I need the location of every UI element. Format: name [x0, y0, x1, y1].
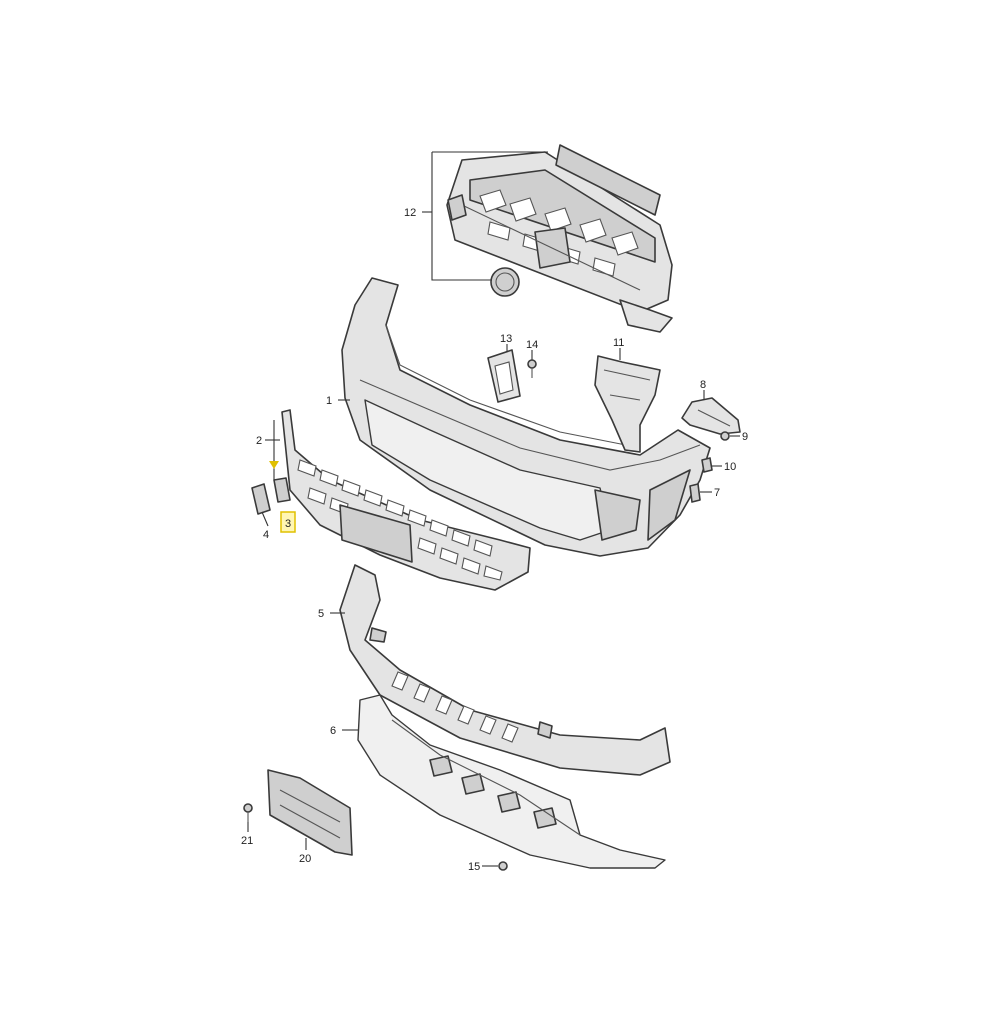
emblem-part[interactable]: [490, 267, 520, 297]
upper-grille-part[interactable]: [446, 151, 673, 333]
leader-lines: [247, 151, 740, 867]
callout-11[interactable]: 11: [613, 337, 624, 349]
callout-13[interactable]: 13: [500, 333, 512, 345]
clip-part-7[interactable]: [689, 483, 701, 503]
callout-15[interactable]: 15: [468, 861, 480, 873]
callout-8[interactable]: 8: [700, 379, 706, 391]
mounting-bracket-part-11[interactable]: [594, 355, 661, 453]
lower-grille-part[interactable]: [281, 409, 531, 591]
side-bracket-part-8[interactable]: [681, 397, 741, 435]
callout-9[interactable]: 9: [742, 431, 748, 443]
callout-labels: 1 2 3 4 5 6 7 8 9 10 11 12 13 14 15 20 2…: [241, 207, 748, 873]
upper-grille-trim-strip[interactable]: [555, 144, 661, 216]
clip-part-10[interactable]: [701, 457, 713, 473]
screw-part-15[interactable]: [498, 861, 508, 871]
small-trim-part-3[interactable]: [273, 477, 291, 503]
highlight-marker-icon: [269, 461, 279, 469]
callout-14[interactable]: 14: [526, 339, 538, 351]
callout-4[interactable]: 4: [263, 529, 269, 541]
callout-5[interactable]: 5: [318, 608, 324, 620]
callout-7[interactable]: 7: [714, 487, 720, 499]
callout-12[interactable]: 12: [404, 207, 416, 219]
callout-2[interactable]: 2: [256, 435, 262, 447]
bracket-part-13[interactable]: [487, 349, 521, 403]
license-plate-bracket-part[interactable]: [267, 769, 353, 856]
callout-6[interactable]: 6: [330, 725, 336, 737]
callout-1[interactable]: 1: [326, 395, 332, 407]
clip-part-9[interactable]: [720, 431, 730, 441]
callout-3-highlight: [280, 511, 296, 533]
screw-part-14[interactable]: [527, 359, 537, 378]
callout-10[interactable]: 10: [724, 461, 736, 473]
screw-part-21[interactable]: [243, 803, 253, 822]
bumper-cover-part[interactable]: [341, 277, 711, 557]
callout-21[interactable]: 21: [241, 835, 253, 847]
callout-20[interactable]: 20: [299, 853, 311, 865]
callout-3[interactable]: 3: [285, 518, 291, 530]
small-trim-part-4[interactable]: [251, 483, 271, 515]
underbody-panel-part[interactable]: [357, 694, 666, 869]
lower-spoiler-part[interactable]: [339, 564, 671, 776]
